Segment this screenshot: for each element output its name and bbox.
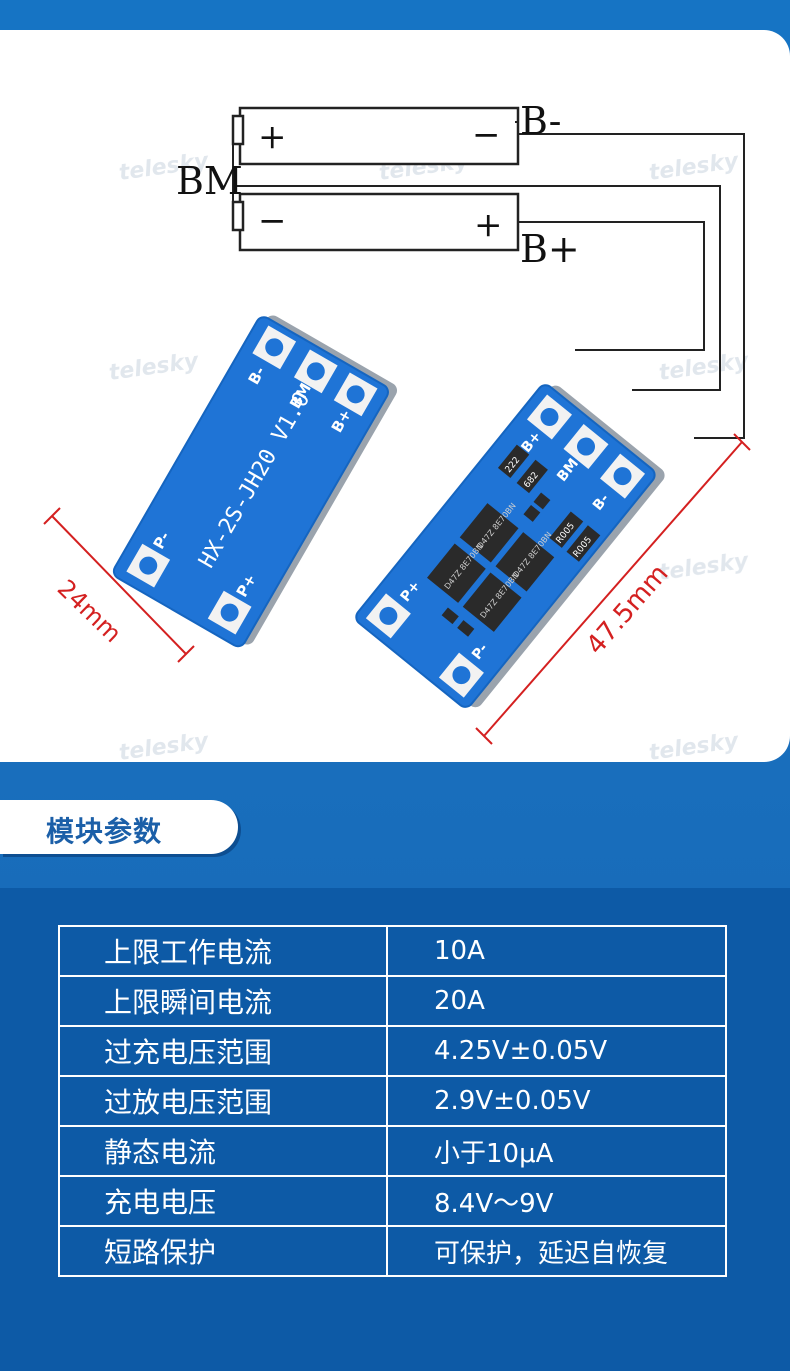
table-row: 上限工作电流 10A — [58, 925, 727, 977]
param-name: 上限瞬间电流 — [58, 975, 388, 1027]
watermark: telesky — [647, 728, 741, 762]
b-minus-label: B- — [520, 99, 561, 143]
battery-cell-2: − + — [231, 192, 520, 252]
dimension-width-label: 24mm — [52, 574, 127, 648]
b-plus-label: B+ — [520, 227, 580, 271]
section-header: 模块参数 — [0, 800, 238, 854]
table-row: 过充电压范围 4.25V±0.05V — [58, 1025, 727, 1077]
table-row: 过放电压范围 2.9V±0.05V — [58, 1075, 727, 1127]
watermark: telesky — [117, 728, 211, 762]
param-name: 上限工作电流 — [58, 925, 388, 977]
param-name: 充电电压 — [58, 1175, 388, 1227]
cell1-positive-label: + — [258, 117, 287, 157]
watermark: telesky — [107, 348, 201, 386]
param-value: 10A — [386, 925, 727, 977]
param-value: 小于10μA — [386, 1125, 727, 1177]
table-row: 短路保护 可保护，延迟自恢复 — [58, 1225, 727, 1277]
battery-cell-1: + − — [231, 106, 520, 166]
param-value: 20A — [386, 975, 727, 1027]
cell2-positive-label: + — [474, 205, 503, 245]
dimension-47-5mm — [475, 433, 751, 745]
spec-table: 上限工作电流 10A 上限瞬间电流 20A 过充电压范围 4.25V±0.05V… — [58, 925, 727, 1277]
param-value: 8.4V～9V — [386, 1175, 727, 1227]
param-name: 短路保护 — [58, 1225, 388, 1277]
param-value: 4.25V±0.05V — [386, 1025, 727, 1077]
pcb-left-board: HX-2S-JH20 V1.0 B- BM B+ P- P+ — [112, 315, 398, 648]
param-name: 静态电流 — [58, 1125, 388, 1177]
bm-label: BM — [176, 159, 243, 203]
table-row: 静态电流 小于10μA — [58, 1125, 727, 1177]
param-name: 过充电压范围 — [58, 1025, 388, 1077]
cell1-negative-label: − — [472, 115, 501, 155]
watermark: telesky — [647, 148, 741, 186]
param-value: 2.9V±0.05V — [386, 1075, 727, 1127]
pcb-right-board: B+ BM B- P+ P- D47Z 8E70BN D47Z 8E70BN D… — [355, 384, 665, 708]
section-title: 模块参数 — [46, 815, 163, 848]
table-row: 充电电压 8.4V～9V — [58, 1175, 727, 1227]
dimension-24mm — [43, 507, 195, 663]
wiring — [232, 121, 745, 439]
table-row: 上限瞬间电流 20A — [58, 975, 727, 1027]
pad-label: P- — [150, 529, 174, 553]
cell2-negative-label: − — [258, 201, 287, 241]
watermark: telesky — [657, 348, 751, 386]
param-name: 过放电压范围 — [58, 1075, 388, 1127]
product-photo: telesky telesky telesky telesky telesky … — [0, 30, 790, 762]
param-value: 可保护，延迟自恢复 — [386, 1225, 727, 1277]
bms-wiring-diagram: telesky telesky telesky telesky telesky … — [43, 99, 752, 762]
